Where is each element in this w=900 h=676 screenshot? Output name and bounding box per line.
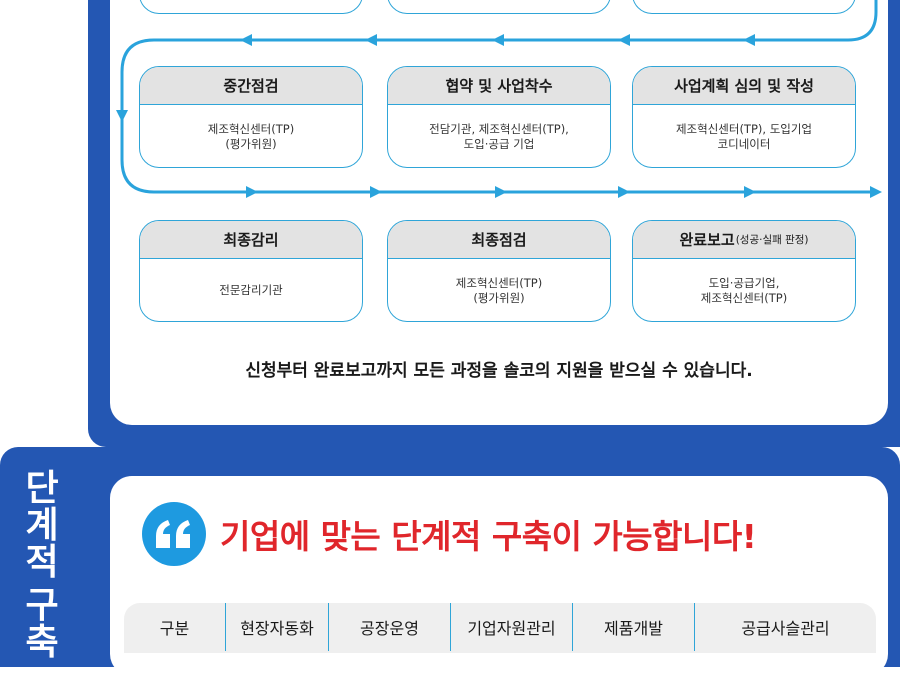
step-midterm-check: 중간점검 제조혁신센터(TP) (평가위원): [139, 66, 363, 168]
step-title: 완료보고(성공·실패 판정): [633, 221, 855, 259]
process-flow-connectors: [116, 0, 882, 198]
step-agreement-start: 협약 및 사업착수 전담기관, 제조혁신센터(TP), 도입·공급 기업: [387, 66, 611, 168]
process-summary-text: 신청부터 완료보고까지 모든 과정을 솔코의 지원을 받으실 수 있습니다.: [245, 361, 753, 381]
step-participants: 제조혁신센터(TP), 도입기업 코디네이터: [675, 121, 813, 151]
step-completion-report: 완료보고(성공·실패 판정) 도입·공급기업, 제조혁신센터(TP): [632, 220, 856, 322]
table-header-cell: 기업자원관리: [451, 603, 573, 651]
table-header-cell: 구분: [124, 603, 226, 651]
step-title-note: (성공·실패 판정): [735, 234, 809, 246]
table-header-cell: 공장운영: [329, 603, 451, 651]
step-title: 최종점검: [388, 221, 610, 259]
table-header-cell: 현장자동화: [226, 603, 329, 651]
step-participants: 제조혁신센터(TP) (평가위원): [455, 275, 543, 305]
section-side-title: 단 계 적 구 축: [25, 468, 59, 663]
step-final-audit: 최종감리 전문감리기관: [139, 220, 363, 322]
step-business-plan: 사업계획 심의 및 작성 제조혁신센터(TP), 도입기업 코디네이터: [632, 66, 856, 168]
step-participants: 전담기관, 제조혁신센터(TP), 도입·공급 기업: [429, 121, 569, 151]
step-participants: 제조혁신센터(TP) (평가위원): [207, 121, 295, 151]
step-participants: 전문감리기관: [219, 283, 283, 297]
process-step-box-top-3: [632, 0, 856, 14]
quote-icon: [142, 502, 206, 566]
step-title: 최종감리: [140, 221, 362, 259]
section-headline: 기업에 맞는 단계적 구축이 가능합니다!: [220, 517, 757, 556]
step-final-check: 최종점검 제조혁신센터(TP) (평가위원): [387, 220, 611, 322]
table-header-cell: 제품개발: [573, 603, 695, 651]
step-participants: 도입·공급기업, 제조혁신센터(TP): [700, 275, 788, 305]
process-step-box-top-2: [387, 0, 611, 14]
table-header-cell: 공급사슬관리: [741, 619, 830, 638]
process-step-box-top-1: [139, 0, 363, 14]
step-title: 중간점검: [140, 67, 362, 105]
step-title: 협약 및 사업착수: [388, 67, 610, 105]
step-title: 사업계획 심의 및 작성: [633, 67, 855, 105]
stepwise-table-header: 구분 현장자동화 공장운영 기업자원관리 제품개발 공급사슬관리: [124, 603, 876, 653]
